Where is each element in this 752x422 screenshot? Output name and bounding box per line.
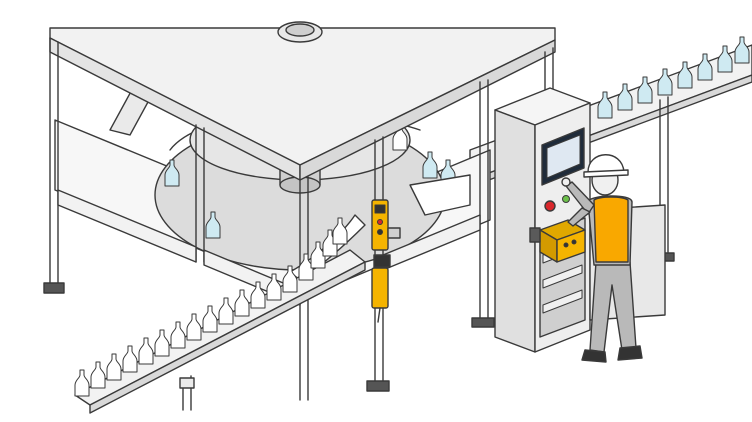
glass-bottle-icon <box>122 345 138 373</box>
glass-bottle-icon <box>734 36 750 64</box>
glass-bottle-icon <box>90 361 106 389</box>
glass-bottle-icon <box>154 329 170 357</box>
emergency-stop-button-icon <box>544 200 556 212</box>
glass-bottle-icon <box>138 337 154 365</box>
glass-bottle-icon <box>106 353 122 381</box>
glass-bottle-icon <box>202 305 218 333</box>
glass-bottle-icon <box>637 76 653 104</box>
glass-bottle-icon <box>717 45 733 73</box>
operator-figure-icon <box>561 154 666 363</box>
glass-bottle-icon <box>597 91 613 119</box>
control-cabinet-icon <box>494 87 591 353</box>
glass-bottle-icon <box>186 313 202 341</box>
glass-bottle-icon <box>697 53 713 81</box>
bottling-machine-icon <box>43 21 556 401</box>
infeed-conveyor-icon <box>74 249 366 414</box>
glass-bottle-icon <box>657 68 673 96</box>
glass-bottle-icon <box>234 289 250 317</box>
glass-bottle-icon <box>170 321 186 349</box>
hard-hat-icon <box>587 154 625 173</box>
safety-interlock-switch-icon <box>371 199 401 323</box>
glass-bottle-icon <box>617 83 633 111</box>
glass-bottle-icon <box>677 61 693 89</box>
glass-bottle-icon <box>74 369 90 397</box>
glass-bottle-icon <box>422 151 438 179</box>
glass-bottle-icon <box>218 297 234 325</box>
